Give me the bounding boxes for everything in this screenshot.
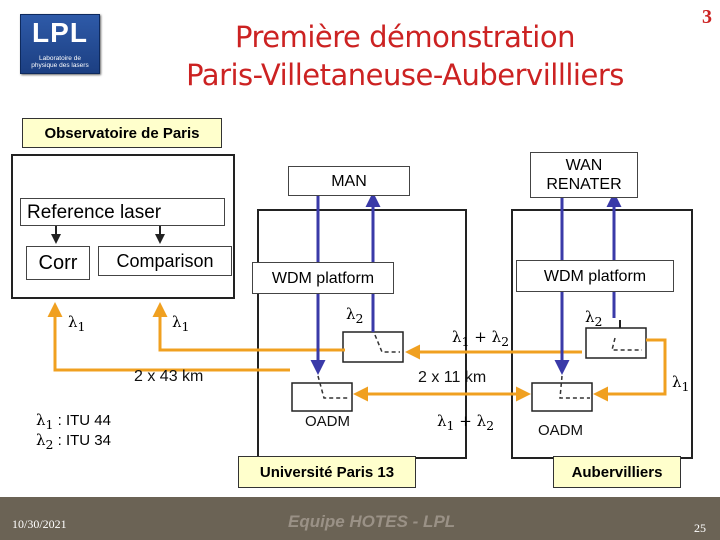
dashed-path-1 <box>374 334 400 353</box>
title-line1: Première démonstration <box>235 20 575 54</box>
fiber-auber-out <box>593 338 667 402</box>
aubervilliers-frame <box>511 209 693 459</box>
filter-box-univ <box>342 331 404 363</box>
renater-label: RENATER <box>546 176 622 193</box>
lambda2-auber: λ2 <box>585 308 603 329</box>
site-universite: Université Paris 13 <box>238 456 416 488</box>
reference-laser-block: Reference laser <box>20 198 225 226</box>
lambda2-univ: λ2 <box>346 305 364 326</box>
oadm-box-auber <box>531 382 593 412</box>
wdm-platform-left: WDM platform <box>252 262 394 294</box>
footer-page-number: 25 <box>694 521 706 535</box>
itu-legend-2: λ2 : ITU 34 <box>36 431 111 452</box>
universite-frame <box>257 209 467 459</box>
logo-text: LPL <box>32 17 88 48</box>
slide-title: Première démonstration Paris-Villetaneus… <box>170 18 640 94</box>
dashed-path-3 <box>611 337 642 351</box>
site-observatoire: Observatoire de Paris <box>22 118 222 148</box>
lambda1-auber: λ1 <box>672 373 690 394</box>
logo-subtitle-line2: physique des lasers <box>31 62 89 69</box>
site-aubervilliers: Aubervilliers <box>553 456 681 488</box>
logo-subtitle: Laboratoire de physique des lasers <box>21 55 99 69</box>
corr-block: Corr <box>26 246 90 280</box>
observatoire-frame <box>11 154 235 299</box>
footer-date: 10/30/2021 <box>12 517 67 531</box>
corner-number: 3 <box>702 6 712 28</box>
footer-bar <box>0 497 720 540</box>
man-block: MAN <box>288 166 410 196</box>
lambda1-plus-lambda2-lower: λ1 + λ2 <box>437 412 495 433</box>
lambda1-plus-lambda2-upper: λ1 + λ2 <box>452 328 510 349</box>
title-line2: Paris-Villetaneuse-Aubervillliers <box>186 58 624 92</box>
comparison-block: Comparison <box>98 246 232 276</box>
lambda1-obs-right: λ1 <box>172 313 190 334</box>
wan-block: WAN RENATER <box>530 152 638 198</box>
fiber-obs-to-oadm <box>47 302 290 372</box>
lpl-logo: LPL Laboratoire de physique des lasers <box>20 14 100 74</box>
dashed-path-4 <box>559 375 590 399</box>
oadm-box-univ <box>291 382 353 412</box>
dashed-path-2 <box>317 375 350 399</box>
span-11km: 2 x 11 km <box>418 369 487 386</box>
logo-subtitle-line1: Laboratoire de <box>39 55 81 62</box>
lambda1-obs-left: λ1 <box>68 313 86 334</box>
filter-box-auber <box>585 327 647 359</box>
oadm-label-right: OADM <box>538 422 583 439</box>
oadm-label-left: OADM <box>305 413 350 430</box>
fiber-obs-comparison <box>152 302 345 352</box>
footer-team: Equipe HOTES - LPL <box>288 512 456 531</box>
wdm-platform-right: WDM platform <box>516 260 674 292</box>
wan-label: WAN <box>565 157 603 174</box>
span-43km: 2 x 43 km <box>134 368 204 385</box>
itu-legend-1: λ1 : ITU 44 <box>36 411 111 432</box>
